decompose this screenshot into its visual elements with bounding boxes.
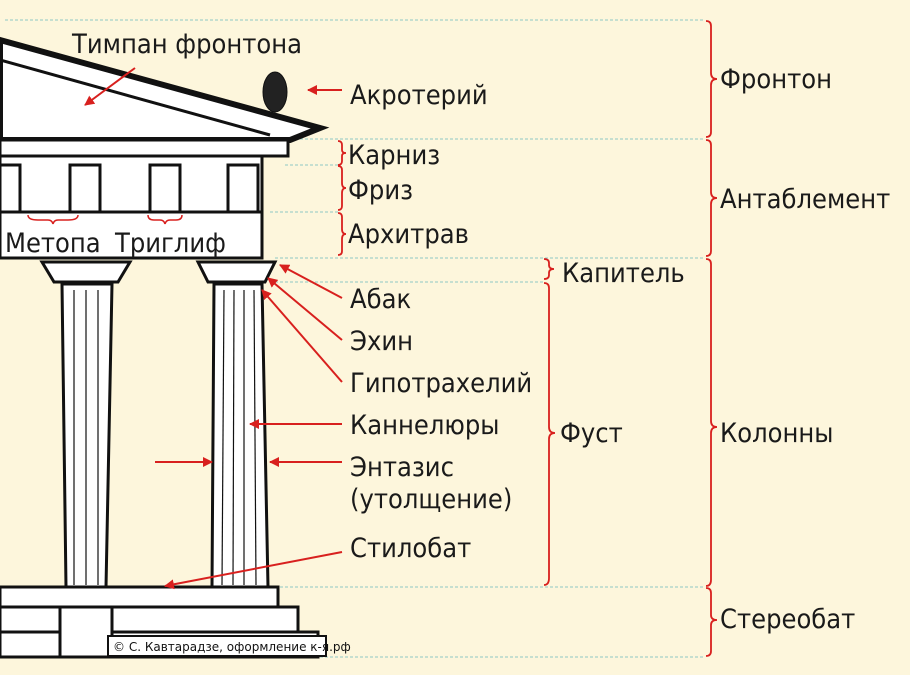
label-pediment: Фронтон (720, 64, 832, 95)
label-flutes: Каннелюры (350, 410, 499, 441)
brace-cornice (337, 140, 347, 166)
label-echinus: Эхин (350, 326, 413, 357)
label-stereobate: Стереобат (720, 604, 855, 635)
architrave (0, 210, 264, 260)
stereobate-step (0, 605, 300, 634)
column-right (195, 260, 278, 589)
label-entasis: Энтазис (350, 452, 454, 483)
pediment (0, 36, 330, 143)
pointer-arrows (84, 67, 343, 590)
label-acroterion: Акротерий (350, 80, 488, 111)
label-capital: Капитель (562, 258, 685, 289)
label-columns: Колонны (720, 418, 833, 449)
brace-capital (543, 258, 555, 280)
triglyphs (0, 163, 260, 214)
frieze (0, 154, 264, 214)
label-metope: Метопа (5, 228, 101, 259)
label-triglyph: Триглиф (114, 228, 226, 259)
acroterion-figure (262, 71, 288, 113)
stylobate-step (0, 585, 280, 609)
brace-entablature (705, 139, 718, 257)
label-frieze: Фриз (348, 175, 413, 206)
braces (337, 20, 718, 657)
brace-columns (705, 258, 718, 587)
temple-illustration (0, 36, 330, 659)
label-abacus: Абак (350, 284, 411, 315)
label-architrave: Архитрав (348, 219, 469, 250)
label-hypotrachelion: Гипотрахелий (350, 368, 532, 399)
brace-pediment (705, 20, 718, 138)
brace-shaft (543, 282, 556, 586)
small-braces (27, 214, 183, 225)
brace-stereobate (705, 587, 718, 657)
label-shaft: Фуст (560, 418, 623, 449)
label-stylobate: Стилобат (350, 533, 471, 564)
brace-architrave (337, 212, 347, 256)
label-entasis-note: (утолщение) (350, 484, 512, 515)
label-cornice: Карниз (348, 140, 440, 171)
copyright-text: © С. Кавтарадзе, оформление к-я.рф (113, 640, 351, 654)
label-entablature: Антаблемент (720, 184, 890, 215)
label-tympanum: Тимпан фронтона (71, 29, 302, 60)
brace-frieze (337, 165, 347, 211)
cornice (0, 138, 290, 158)
